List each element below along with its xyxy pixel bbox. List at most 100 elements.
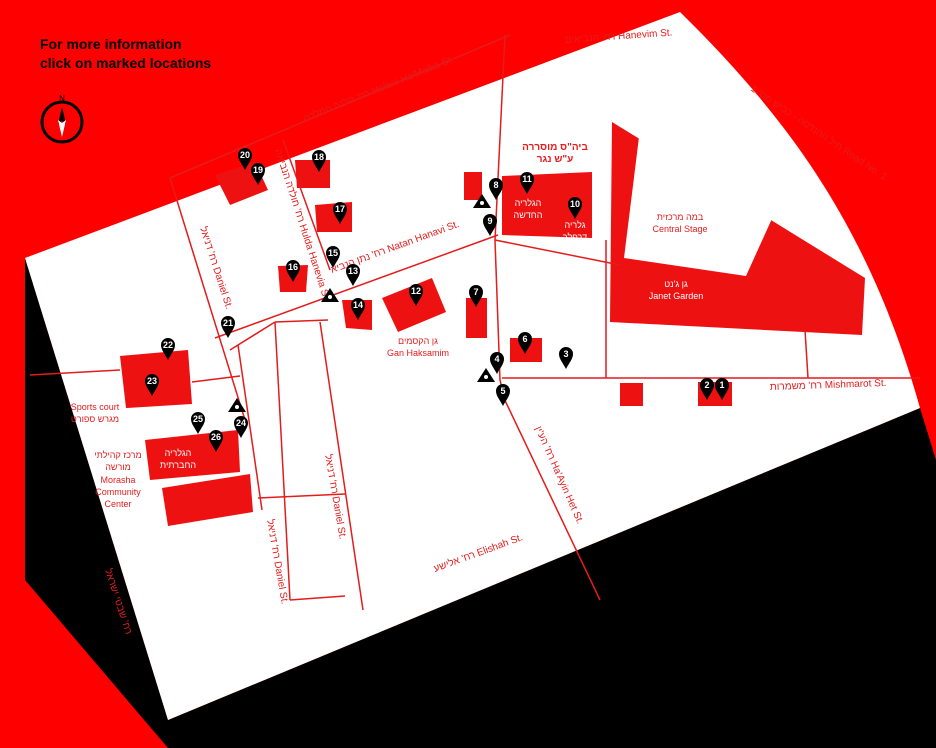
pin-number: 10 bbox=[570, 199, 580, 209]
central-stage-area bbox=[624, 137, 775, 276]
map-pin-icon[interactable]: 15 bbox=[326, 246, 340, 268]
label-morasha-he-1: מרכז קהילתי bbox=[94, 450, 141, 460]
pin-shape bbox=[209, 430, 223, 452]
map-pin-icon[interactable]: 5 bbox=[496, 384, 510, 406]
label-musrara-2: ע"ש נגר bbox=[537, 154, 574, 165]
map-pin-icon[interactable]: 11 bbox=[520, 172, 534, 194]
label-cgallery-2: החברתית bbox=[160, 460, 196, 470]
map-pin-icon[interactable]: 19 bbox=[251, 163, 265, 185]
pin-shape bbox=[326, 246, 340, 268]
info-line-2: click on marked locations bbox=[40, 55, 212, 71]
pin-number: 14 bbox=[353, 300, 363, 310]
map-pin-icon[interactable]: 13 bbox=[346, 264, 360, 286]
pin-number: 6 bbox=[522, 334, 527, 344]
map-pin-icon[interactable]: 14 bbox=[351, 298, 365, 320]
label-cgallery-1: הגלריה bbox=[165, 448, 192, 458]
info-line-1: For more information bbox=[40, 36, 182, 52]
pin-shape bbox=[351, 298, 365, 320]
label-morasha-en-1: Morasha bbox=[100, 475, 135, 485]
pin-shape bbox=[518, 332, 532, 354]
label-morasha-en-2: Community bbox=[95, 487, 141, 497]
pin-number: 2 bbox=[704, 380, 709, 390]
map-pin-icon[interactable]: 9 bbox=[483, 214, 497, 236]
pin-shape bbox=[191, 412, 205, 434]
pin-number: 11 bbox=[522, 174, 532, 184]
map-pin-icon[interactable]: 2 bbox=[700, 378, 714, 400]
label-morasha-en-3: Center bbox=[104, 499, 131, 509]
pin-shape bbox=[221, 316, 235, 338]
label-newgallery-1: הגלריה bbox=[515, 198, 542, 208]
map-pin-icon[interactable]: 17 bbox=[333, 202, 347, 224]
map-pin-icon[interactable]: 4 bbox=[490, 352, 504, 374]
pin-shape bbox=[520, 172, 534, 194]
map-pin-icon[interactable]: 24 bbox=[234, 416, 248, 438]
pin-number: 9 bbox=[487, 216, 492, 226]
map-pin-icon[interactable]: 7 bbox=[469, 285, 483, 307]
pin-number: 24 bbox=[236, 418, 246, 428]
pin-number: 16 bbox=[288, 262, 298, 272]
map-pin-icon[interactable]: 8 bbox=[489, 178, 503, 200]
pin-number: 1 bbox=[719, 380, 724, 390]
label-haksamim-en: Gan Haksamim bbox=[387, 348, 449, 358]
pin-number: 25 bbox=[193, 414, 203, 424]
pin-shape bbox=[715, 378, 729, 400]
pin-shape bbox=[286, 260, 300, 282]
pin-number: 22 bbox=[163, 340, 173, 350]
compass-icon: N bbox=[40, 94, 84, 144]
pin-number: 5 bbox=[500, 386, 505, 396]
pin-number: 19 bbox=[253, 165, 263, 175]
pin-number: 3 bbox=[563, 349, 568, 359]
label-haksamim-he: גן הקסמים bbox=[398, 336, 438, 346]
pin-shape bbox=[333, 202, 347, 224]
pin-shape bbox=[489, 178, 503, 200]
compass-letter: N bbox=[59, 94, 65, 103]
map-pin-icon[interactable]: 1 bbox=[715, 378, 729, 400]
label-gallery-1: גלריה bbox=[564, 220, 585, 230]
label-gallery-2: דרפלר bbox=[563, 232, 588, 242]
label-morasha-he-2: מורשה bbox=[105, 462, 131, 472]
map-pin-icon[interactable]: 18 bbox=[312, 150, 326, 172]
info-text: For more information click on marked loc… bbox=[40, 35, 211, 73]
label-stage-en: Central Stage bbox=[652, 224, 707, 234]
map-base-bottom bbox=[168, 408, 936, 748]
map-pin-icon[interactable]: 12 bbox=[409, 284, 423, 306]
triangle-markers bbox=[228, 194, 495, 412]
map-pin-icon[interactable]: 25 bbox=[191, 412, 205, 434]
pin-shape bbox=[490, 352, 504, 374]
pin-shape bbox=[312, 150, 326, 172]
triangle-marker-icon[interactable] bbox=[228, 398, 246, 412]
pin-shape bbox=[496, 384, 510, 406]
map-base-left bbox=[25, 258, 168, 748]
map-pin-icon[interactable]: 6 bbox=[518, 332, 532, 354]
triangle-marker-icon[interactable] bbox=[473, 194, 491, 208]
map-pin-icon[interactable]: 22 bbox=[161, 338, 175, 360]
map-pin-icon[interactable]: 3 bbox=[559, 347, 573, 369]
pin-shape bbox=[346, 264, 360, 286]
pin-shape bbox=[700, 378, 714, 400]
triangle-marker-icon[interactable] bbox=[477, 368, 495, 382]
label-janet-en: Janet Garden bbox=[649, 291, 704, 301]
pin-number: 12 bbox=[411, 286, 421, 296]
location-pins: 1234567891011121314151617181920212223242… bbox=[145, 148, 729, 452]
pin-number: 21 bbox=[223, 318, 233, 328]
map-pin-icon[interactable]: 10 bbox=[568, 197, 582, 219]
map-pin-icon[interactable]: 23 bbox=[145, 374, 159, 396]
pin-shape bbox=[568, 197, 582, 219]
pin-number: 26 bbox=[211, 432, 221, 442]
pin-shape bbox=[238, 148, 252, 170]
pin-shape bbox=[469, 285, 483, 307]
pin-shape bbox=[483, 214, 497, 236]
pin-number: 23 bbox=[147, 376, 157, 386]
map-pin-icon[interactable]: 21 bbox=[221, 316, 235, 338]
pin-shape bbox=[145, 374, 159, 396]
pin-number: 7 bbox=[473, 287, 478, 297]
map-pin-icon[interactable]: 26 bbox=[209, 430, 223, 452]
map-pin-icon[interactable]: 16 bbox=[286, 260, 300, 282]
pin-shape bbox=[251, 163, 265, 185]
map-pin-icon[interactable]: 20 bbox=[238, 148, 252, 170]
triangle-marker-icon[interactable] bbox=[321, 288, 339, 302]
pin-shape bbox=[161, 338, 175, 360]
street-mishmarot: רח' משמרות Mishmarot St. bbox=[770, 378, 887, 393]
pin-number: 15 bbox=[328, 248, 338, 258]
